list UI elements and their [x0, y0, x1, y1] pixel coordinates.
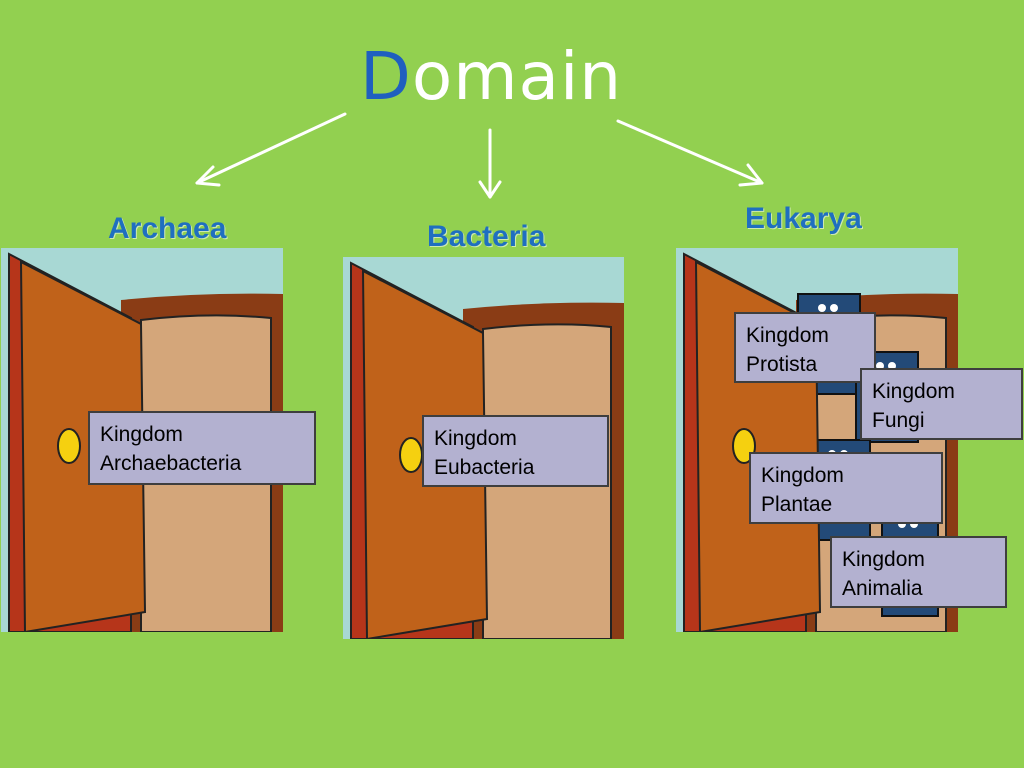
kingdom-label-eubacteria: Kingdom Eubacteria: [422, 415, 609, 487]
kingdom-label-line2: Fungi: [872, 409, 925, 432]
kingdom-label-line2: Plantae: [761, 493, 833, 516]
kingdom-label-line2: Animalia: [842, 577, 923, 600]
kingdom-label-line2: Protista: [746, 353, 818, 376]
kingdom-label-plantae: Kingdom Plantae: [749, 452, 943, 524]
heading-eukarya: Eukarya: [745, 202, 862, 235]
kingdom-label-fungi: Kingdom Fungi: [860, 368, 1023, 440]
diagram-title: Domain: [360, 44, 622, 110]
branch-arrows: [195, 112, 764, 199]
arrow-right: [616, 119, 764, 187]
kingdom-label-line1: Kingdom: [872, 380, 955, 403]
kingdom-label-line1: Kingdom: [434, 427, 517, 450]
kingdom-label-line2: Archaebacteria: [100, 452, 242, 475]
kingdom-label-line2: Eubacteria: [434, 456, 535, 479]
kingdom-label-line1: Kingdom: [761, 464, 844, 487]
kingdom-label-line1: Kingdom: [100, 423, 183, 446]
title-initial: D: [360, 38, 412, 115]
kingdom-label-archaebacteria: Kingdom Archaebacteria: [88, 411, 316, 485]
arrow-left: [195, 112, 347, 187]
arrow-center: [478, 128, 502, 199]
title-rest: omain: [411, 38, 623, 115]
heading-archaea: Archaea: [108, 212, 227, 245]
heading-bacteria: Bacteria: [427, 220, 546, 253]
kingdom-label-animalia: Kingdom Animalia: [830, 536, 1007, 608]
kingdom-label-line1: Kingdom: [842, 548, 925, 571]
kingdom-label-line1: Kingdom: [746, 324, 829, 347]
kingdom-label-protista: Kingdom Protista: [734, 312, 876, 383]
